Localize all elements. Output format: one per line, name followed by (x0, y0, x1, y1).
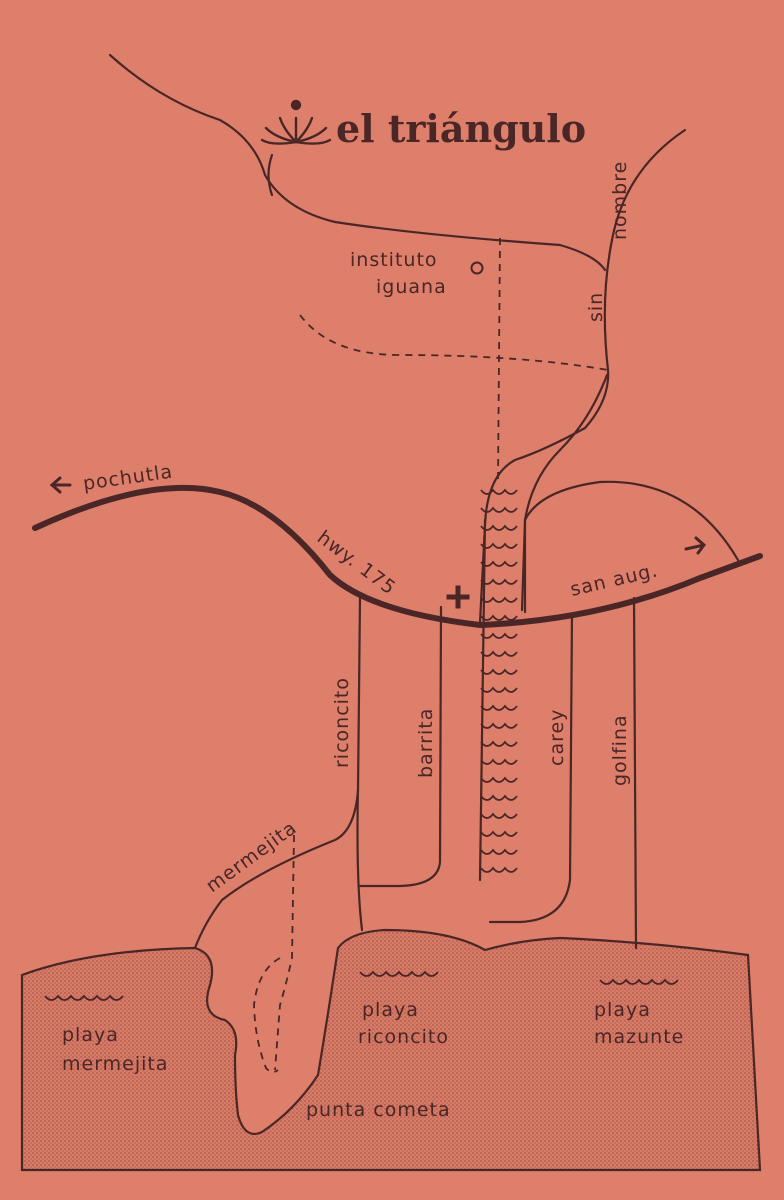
label-mermejita: mermejita (202, 817, 301, 897)
road-golfina (632, 596, 638, 950)
landmark-instituto: instituto (350, 249, 438, 271)
label-carey: carey (546, 709, 568, 766)
beach-riconcito-line2: riconcito (358, 1026, 449, 1048)
road-carey-north (523, 373, 609, 614)
arrow-left-icon (49, 476, 72, 494)
river-bank-west (478, 518, 487, 882)
landmark-iguana: iguana (376, 276, 447, 298)
wave-icon (44, 994, 124, 1001)
road-barrita (358, 605, 443, 888)
road-riconcito (193, 596, 362, 950)
beach-riconcito-line1: playa (362, 999, 419, 1021)
label-nombre: nombre (609, 161, 631, 240)
shore-area (20, 928, 762, 1172)
road-sin-nombre (478, 128, 687, 624)
trail-vertical-north (497, 237, 501, 481)
river-waves (480, 488, 518, 873)
label-barrita: barrita (415, 708, 437, 778)
trail-punta-cometa (274, 834, 295, 1071)
beach-mermejita-line2: mermejita (62, 1053, 169, 1075)
road-north-spur (267, 153, 274, 197)
road-riconcito-lower (356, 788, 364, 932)
label-hwy-175: hwy. 175 (313, 526, 400, 599)
label-golfina: golfina (609, 714, 631, 786)
beach-mazunte-line1: playa (594, 999, 651, 1021)
label-riconcito: riconcito (331, 677, 353, 768)
circle-icon (470, 261, 484, 275)
agave-icon (260, 99, 332, 145)
label-sin: sin (585, 292, 607, 322)
trail-curve-north (299, 314, 609, 371)
label-punta-cometa: punta cometa (306, 1099, 451, 1121)
wave-icon (359, 970, 439, 977)
highway-175 (32, 484, 763, 629)
road-east-loop (523, 480, 740, 562)
wave-icon (599, 978, 679, 985)
road-northwest-curve (108, 53, 607, 272)
cross-icon (446, 585, 470, 609)
trail-punta-loop (253, 957, 281, 1073)
road-carey (488, 612, 574, 924)
river-bank-east (520, 518, 527, 612)
map-title: el triángulo (336, 106, 586, 151)
beach-mazunte-line2: mazunte (594, 1026, 684, 1048)
beach-mermejita-line1: playa (62, 1024, 119, 1046)
arrow-right-icon (684, 536, 707, 555)
